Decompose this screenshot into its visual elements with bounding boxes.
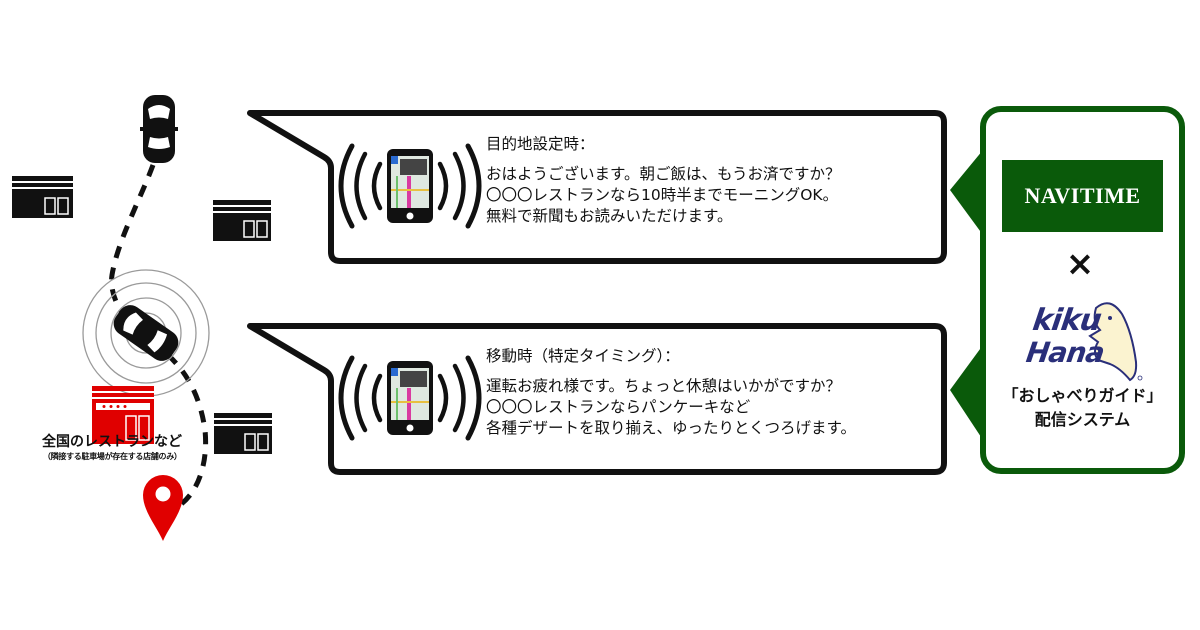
store-icon	[12, 176, 73, 218]
bubble-line: 無料で新聞もお読みいただけます。	[486, 207, 733, 225]
bubble-heading: 目的地設定時：	[486, 135, 595, 153]
kikuhana-logo-line2: Hana	[1024, 336, 1106, 369]
bubble-line: 〇〇〇レストランならパンケーキなど	[486, 398, 751, 416]
times-symbol: ×	[1065, 244, 1095, 284]
speech-bubble-2-text: 移動時（特定タイミング）： 運転お疲れ様です。ちょっと休憩はいかがですか？ 〇〇…	[486, 346, 856, 439]
restaurant-caption: 全国のレストランなど	[42, 434, 182, 450]
restaurant-icon	[92, 386, 154, 444]
smartphone-signal-icon	[338, 355, 482, 441]
bubble-line: 運転お疲れ様です。ちょっと休憩はいかがですか？	[486, 377, 841, 395]
bubble-line: 〇〇〇レストランなら10時半までモーニングOK。	[486, 186, 839, 204]
navitime-logo: NAVITIME	[1002, 160, 1163, 232]
kikuhana-logo-line1: kiku	[1031, 303, 1104, 338]
store-icon	[214, 413, 272, 454]
car-with-signal-icon	[113, 305, 179, 361]
smartphone-signal-icon	[338, 143, 482, 229]
bubble-line: おはようございます。朝ご飯は、もうお済ですか？	[486, 165, 841, 183]
speech-bubble-1-text: 目的地設定時： おはようございます。朝ご飯は、もうお済ですか？ 〇〇〇レストラン…	[486, 134, 841, 227]
provider-arrow-top	[950, 150, 983, 235]
store-icon	[213, 200, 271, 241]
provider-arrow-bottom	[950, 345, 983, 440]
system-name-line2: 配信システム	[1034, 410, 1131, 429]
bubble-line: 各種デザートを取り揃え、ゆったりとくつろげます。	[486, 419, 856, 437]
restaurant-subcaption: （隣接する駐車場が存在する店舗のみ）	[43, 452, 182, 461]
system-name-line1: 「おしゃべりガイド」	[1002, 386, 1163, 405]
kikuhana-mascot-icon	[1088, 302, 1143, 382]
bubble-heading: 移動時（特定タイミング）：	[486, 347, 680, 365]
car-top-icon	[140, 95, 178, 163]
map-pin-icon	[143, 475, 183, 541]
